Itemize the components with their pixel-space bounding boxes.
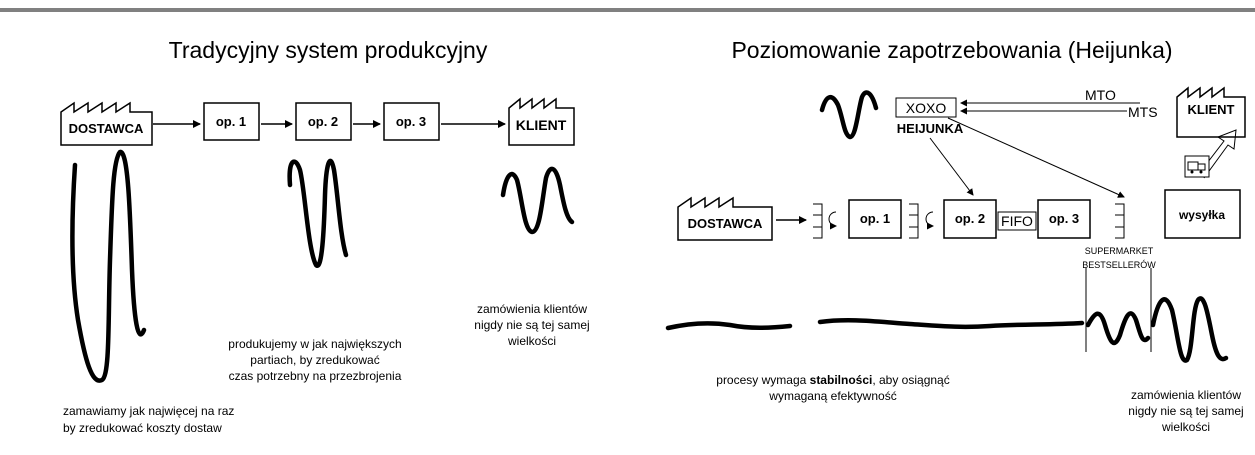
left-op2-label: op. 2 (308, 114, 338, 129)
right-supplier-factory: DOSTAWCA (677, 196, 773, 241)
caption-stability-line1: procesy wymaga stabilności, aby osiągnąć (716, 373, 949, 387)
heijunka-to-op2-arrow (929, 137, 974, 196)
right-supplier-label: DOSTAWCA (688, 216, 763, 231)
caption-production-line1: produkujemy w jak największych (228, 337, 401, 351)
caption-stability-line2: wymaganą efektywność (768, 389, 896, 403)
right-op3-label: op. 3 (1049, 211, 1079, 226)
caption-stability-post: , aby osiągnąć (872, 373, 949, 387)
caption-production-line3: czas potrzebny na przezbrojenia (229, 369, 402, 383)
supplier-order-wave (70, 149, 147, 383)
heijunka-box (895, 97, 957, 118)
bestseller-wave (1085, 311, 1151, 346)
left-client-order-wave (500, 166, 575, 235)
mts-label: MTS (1128, 104, 1158, 120)
left-op3-label: op. 3 (396, 114, 426, 129)
heijunka-box-text: XOXO (906, 100, 947, 116)
left-op3-box (383, 102, 440, 141)
left-client-factory: KLIENT (508, 97, 575, 146)
right-op1-label: op. 1 (860, 211, 890, 226)
right-title: Poziomowanie zapotrzebowania (Heijunka) (731, 37, 1172, 63)
demand-wave-small (819, 90, 879, 140)
right-client-label: KLIENT (1188, 102, 1235, 117)
pull-circle-2 (925, 211, 934, 230)
left-caption-client-line1: zamówienia klientów (477, 302, 587, 316)
supermarket-2 (909, 203, 919, 239)
left-caption-client-line2: nigdy nie są tej samej (474, 318, 589, 332)
top-border (0, 8, 1255, 12)
left-client-label: KLIENT (516, 117, 567, 133)
left-op2-box (295, 102, 352, 141)
right-op3-box (1037, 199, 1091, 239)
bestseller-supermarket (1115, 203, 1125, 239)
supermarket-label-line2: BESTSELLERÓW (1082, 260, 1156, 270)
left-supplier-factory: DOSTAWCA (60, 101, 153, 146)
left-caption-client-line3: wielkości (507, 334, 556, 348)
shipping-truck-icon (1184, 129, 1237, 179)
caption-production-line2: partiach, by zredukować (250, 353, 379, 367)
left-op1-box (203, 102, 260, 141)
caption-stability-pre: procesy wymaga (716, 373, 809, 387)
fifo-label: FIFO (1001, 213, 1033, 229)
left-supplier-label: DOSTAWCA (69, 121, 144, 136)
fifo-lane (997, 211, 1037, 231)
supermarket-1 (813, 203, 823, 239)
stable-wave-1 (665, 321, 793, 331)
left-title: Tradycyjny system produkcyjny (169, 37, 488, 63)
pull-circle-1 (828, 211, 837, 230)
right-client-factory: KLIENT (1176, 86, 1246, 138)
heijunka-label: HEIJUNKA (897, 121, 964, 136)
mto-label: MTO (1085, 87, 1116, 103)
right-op2-label: op. 2 (955, 211, 985, 226)
right-caption-client-line2: nigdy nie są tej samej (1128, 404, 1243, 418)
shipping-label: wysyłka (1178, 208, 1225, 222)
right-caption-client-line3: wielkości (1161, 420, 1210, 434)
right-op1-box (848, 199, 902, 239)
right-caption-client-line1: zamówienia klientów (1131, 388, 1241, 402)
left-op1-label: op. 1 (216, 114, 246, 129)
production-batch-wave (287, 158, 349, 268)
right-client-order-wave (1150, 296, 1229, 363)
supermarket-label-line1: SUPERMARKET (1085, 246, 1154, 256)
stable-wave-2 (817, 318, 1085, 330)
shipping-box (1164, 189, 1241, 239)
right-op2-box (943, 199, 997, 239)
heijunka-to-supermarket-arrow (947, 117, 1125, 198)
caption-supplier-line2: by zredukować koszty dostaw (63, 421, 222, 435)
caption-stability-bold: stabilności (810, 373, 873, 387)
caption-supplier-line1: zamawiamy jak najwięcej na raz (63, 404, 234, 418)
